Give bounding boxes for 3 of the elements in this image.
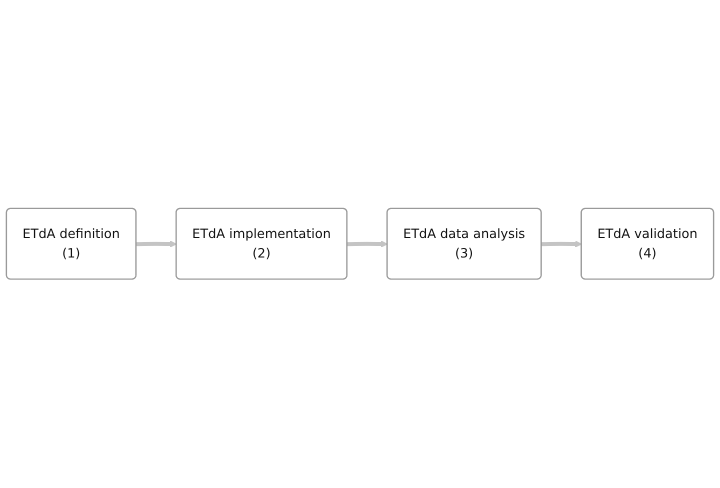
arrow — [347, 240, 388, 248]
arrow — [136, 240, 177, 248]
arrow — [542, 240, 582, 248]
